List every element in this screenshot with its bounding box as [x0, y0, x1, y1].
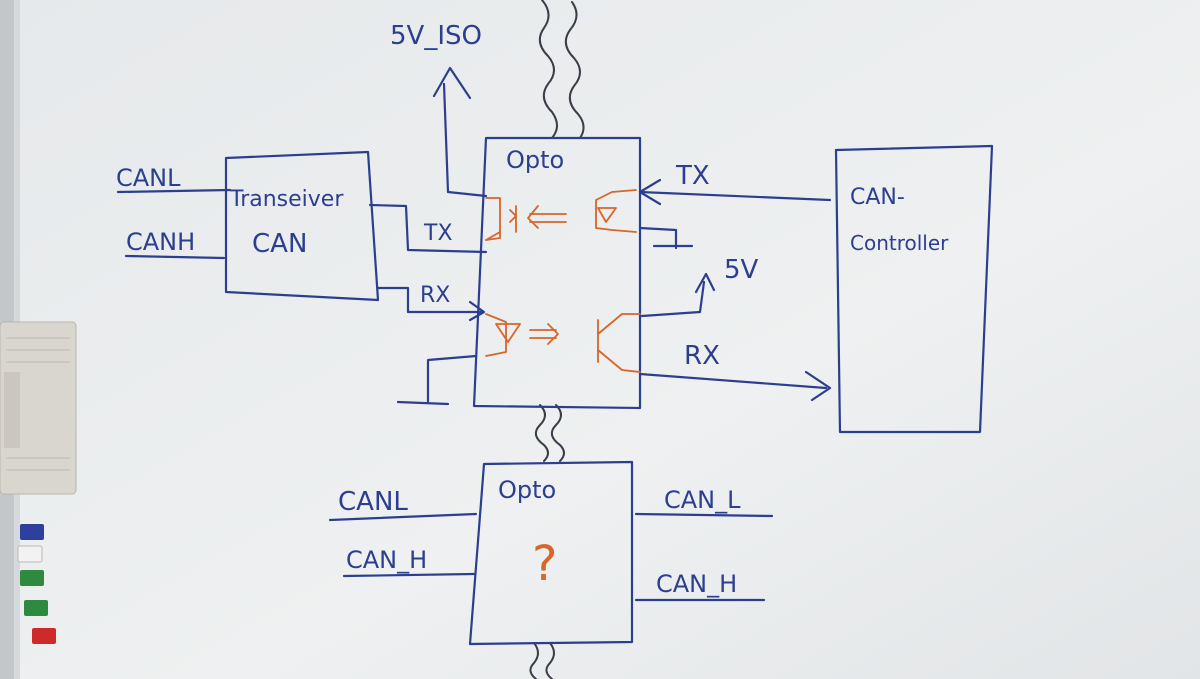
wall-device	[0, 321, 77, 495]
five-v-wire	[640, 280, 706, 318]
isolation-barrier-top	[538, 0, 558, 139]
rx-wire-right	[638, 372, 828, 390]
tx-left-label: TX	[423, 221, 453, 246]
question-mark: ?	[532, 536, 557, 592]
rx-arrow-left	[468, 300, 486, 322]
ground-right	[638, 226, 678, 250]
canh-bottom-right-label: CAN_H	[656, 570, 737, 598]
tx-right-label: TX	[675, 161, 710, 191]
tx-arrow-right	[638, 178, 662, 206]
opto-top-label: Opto	[506, 146, 564, 174]
ground-left	[426, 354, 478, 404]
opto-coupler-rx	[485, 313, 641, 373]
canh-left-label: CANH	[126, 228, 195, 256]
canl-left-line	[116, 188, 232, 194]
controller-label-2: Controller	[850, 231, 949, 255]
can-controller-box	[834, 144, 994, 434]
supply-iso-arrow	[432, 66, 472, 100]
magnet-green	[20, 570, 44, 586]
magnet-red	[32, 628, 56, 644]
transceiver-box	[224, 150, 380, 302]
supply-iso-label: 5V_ISO	[390, 21, 482, 51]
isolation-barrier-mid	[534, 404, 549, 462]
magnet-blue	[20, 524, 44, 540]
tx-wire-right	[638, 190, 832, 202]
transceiver-label-1: Transeiver	[229, 187, 344, 212]
canh-bottom-left-line	[342, 572, 476, 578]
canl-bottom-left-line	[328, 512, 478, 522]
isolation-barrier-bottom	[529, 642, 539, 679]
ground-left-bar	[396, 400, 450, 406]
rx-right-label: RX	[684, 341, 720, 371]
supply-iso-wire	[442, 82, 450, 194]
rx-left-label: RX	[420, 283, 450, 308]
rx-arrow-right	[804, 370, 832, 402]
opto-box-bottom	[468, 460, 634, 646]
tx-wire-left	[368, 203, 488, 254]
canh-left-line	[124, 254, 226, 260]
opto-bottom-label: Opto	[498, 476, 556, 504]
canl-bottom-right-line	[634, 512, 774, 518]
magnet-green-2	[24, 600, 48, 616]
canl-left-label: CANL	[116, 164, 181, 192]
transceiver-label-2: CAN	[252, 229, 307, 259]
five-v-label: 5V	[724, 255, 759, 285]
canh-bottom-left-label: CAN_H	[346, 546, 427, 574]
rx-wire-left	[376, 286, 484, 314]
magnet-white	[17, 545, 43, 563]
controller-label-1: CAN-	[850, 185, 905, 210]
isolation-barrier-mid-2	[550, 404, 565, 462]
five-v-arrow	[694, 272, 716, 294]
isolation-barrier-bottom-2	[545, 642, 555, 679]
canl-bottom-right-label: CAN_L	[664, 486, 741, 514]
opto-coupler-tx	[485, 189, 637, 241]
canl-bottom-left-label: CANL	[338, 487, 408, 517]
isolation-barrier-top-2	[564, 1, 585, 139]
supply-iso-wire-2	[446, 190, 488, 198]
